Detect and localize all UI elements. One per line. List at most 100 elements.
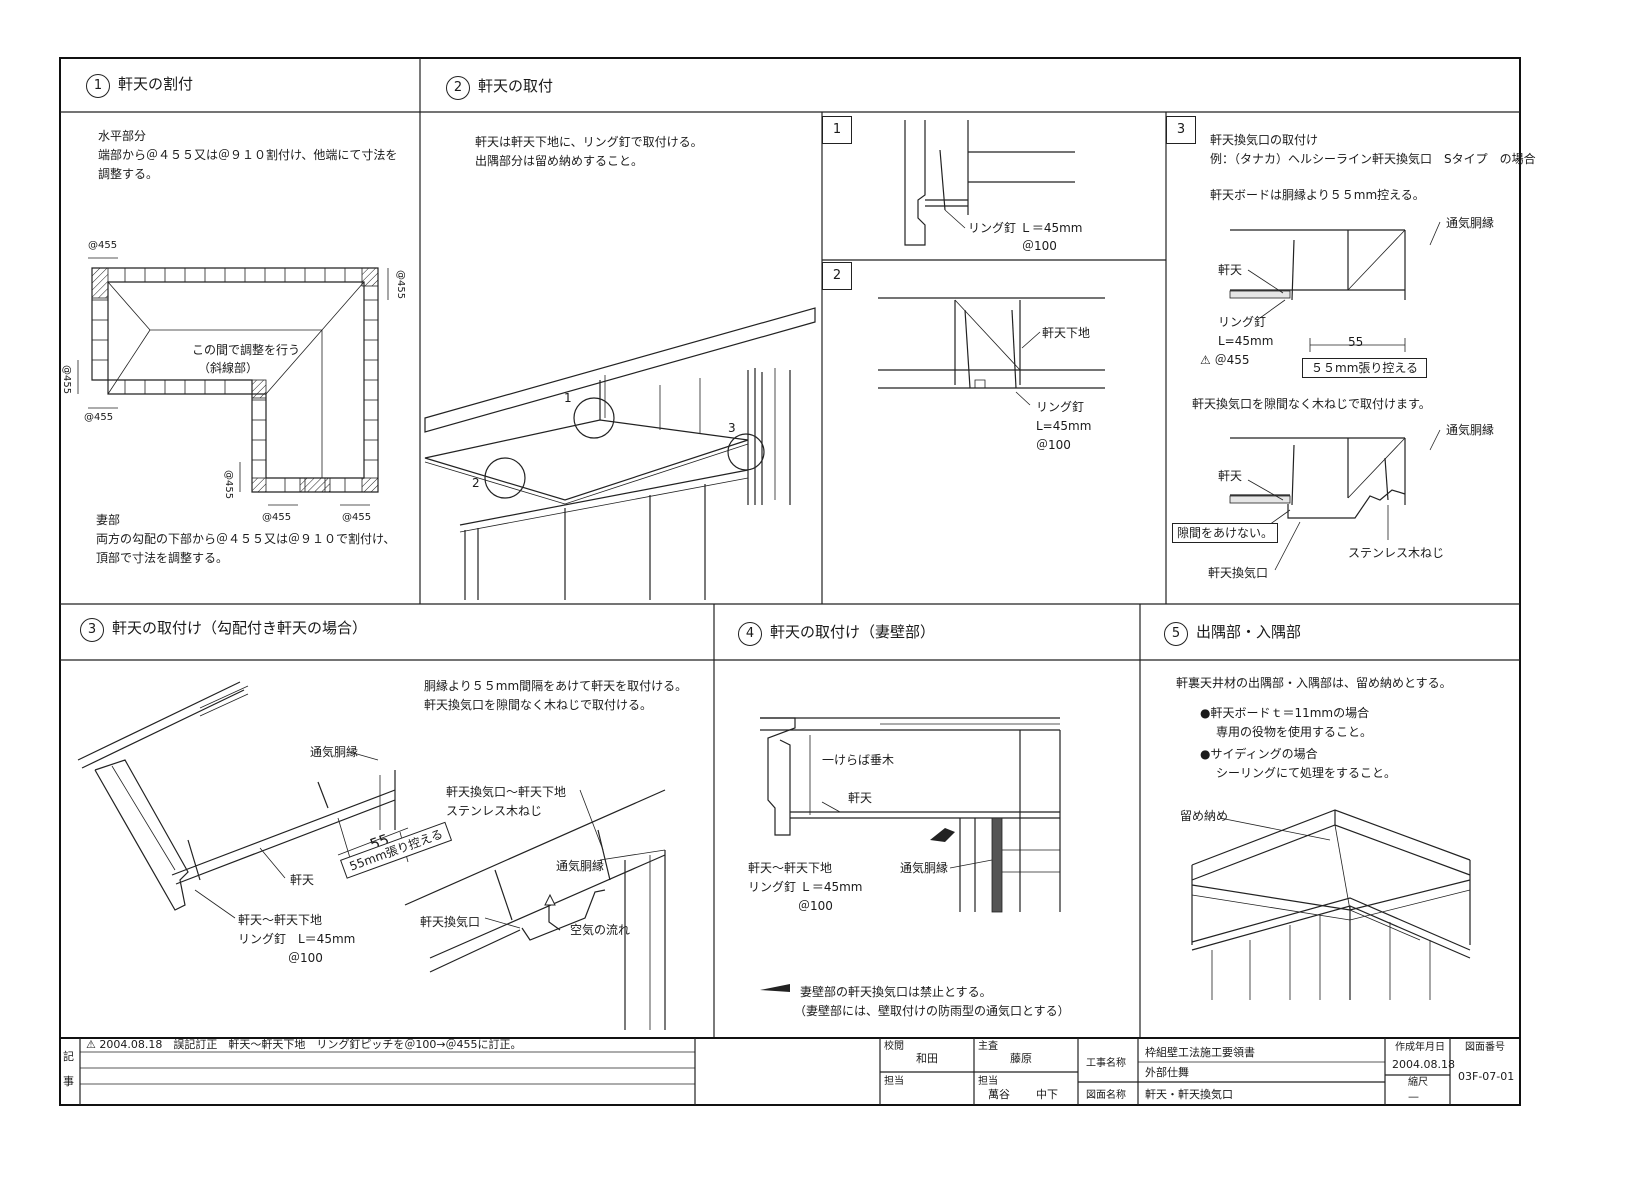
section1-gable-line2: 頂部で寸法を調整する。 [96,551,229,565]
detail3-nail-line2: L=45mm [1218,334,1274,348]
section3-soffit: 軒天 [290,873,315,887]
project-name: 枠組壁工法施工要領書 [1145,1046,1255,1059]
number-label: 図面番号 [1465,1042,1505,1053]
soffit-layout-plan [77,257,389,506]
detail3-upper-section [1229,221,1441,352]
section3-note-line1: 胴縁より５５mm間隔をあけて軒天を取付ける。 [424,679,688,693]
detail2-pitch: ＠100 [1036,438,1071,452]
section1-gable-line1: 両方の勾配の下部から＠４５５又は＠９１０で割付け、 [96,532,396,546]
section4-number: 4 [738,622,762,646]
adjust-note-line2: （斜線部） [198,361,259,375]
scale-value: — [1408,1090,1419,1103]
detail1-number: 1 [822,116,852,144]
detail1-pitch: ＠100 [1022,239,1057,253]
section3-airflow: 空気の流れ [570,923,631,937]
section3-note-line2: 軒天換気口を隙間なく木ねじで取付ける。 [424,698,653,712]
detail3-pitch: ⚠ ＠455 [1200,353,1250,367]
detail3-setback-box: ５５mm張り控える [1302,358,1428,378]
detail3-head: 軒天換気口の取付け [1210,133,1319,147]
revision-note: ⚠ 2004.08.18 誤記訂正 軒天～軒天下地 リング釘ピッチを＠100→＠… [86,1038,522,1051]
adjust-note-line1: この間で調整を行う [192,343,301,357]
section1-horizontal-line1: 端部から＠４５５又は＠９１０割付け、他端にて寸法を [98,148,398,162]
section4-rafter: 一けらば垂木 [822,753,895,767]
section4-vent-batten: 通気胴縁 [900,861,949,875]
date-value: 2004.08.18 [1392,1058,1455,1071]
section1-horizontal-head: 水平部分 [98,129,147,143]
section1-title: 軒天の割付 [118,75,194,93]
drawing-name: 軒天・軒天換気口 [1145,1088,1233,1101]
section5-bullet2-line2: シーリングにて処理をすること。 [1216,766,1397,780]
callout-2: 2 [472,476,480,490]
detail2-nail-line1: リング釘 [1036,400,1085,414]
section5-heading: 5 出隅部・入隅部 [1164,622,1301,646]
section3-pitch: ＠100 [288,951,323,965]
section4-title: 軒天の取付け（妻壁部） [770,623,936,641]
section1-gable-head: 妻部 [96,513,121,527]
detail3-soffit-2: 軒天 [1218,469,1243,483]
section3-vent: 軒天換気口 [420,915,481,929]
section4-nail-line2: リング釘 Ｌ＝45mm [748,880,863,894]
section4-prohibit-line1: 妻壁部の軒天換気口は禁止とする。 [800,985,992,999]
callout-3: 3 [728,421,736,435]
drawing-label: 図面名称 [1086,1090,1126,1101]
dim-label: @455 [262,512,292,523]
detail2-base: 軒天下地 [1042,326,1091,340]
section2-note-line2: 出隅部分は留め納めすること。 [475,154,644,168]
section4-pitch: ＠100 [798,899,833,913]
detail3-gap-box: 隙間をあけない。 [1172,523,1279,543]
detail3-example: 例：（タナカ）ヘルシーライン軒天換気口 Sタイプ の場合 [1210,152,1536,166]
detail3-dim-55: 55 [1348,335,1364,349]
detail3-vent-batten-2: 通気胴縁 [1446,423,1495,437]
staff-name-1: 萬谷 [988,1088,1010,1101]
project-sub: 外部仕舞 [1145,1066,1189,1079]
section4-nail-line1: 軒天～軒天下地 [748,861,833,875]
section1-horizontal-line2: 調整する。 [98,167,159,181]
detail3-nail-line1: リング釘 [1218,315,1267,329]
detail3-vent: 軒天換気口 [1208,566,1269,580]
section2-number: 2 [446,76,470,100]
detail2-number: 2 [822,262,852,290]
section3-number: 3 [80,618,104,642]
section5-bullet1-line2: 専用の役物を使用すること。 [1216,725,1373,739]
section3-nail-line1: 軒天～軒天下地 [238,913,323,927]
detail3-soffit: 軒天 [1218,263,1243,277]
section3-vent-batten-2: 通気胴縁 [556,859,605,873]
scale-label: 縮尺 [1408,1077,1428,1088]
detail3-number: 3 [1166,116,1196,144]
section3-nail-line2: リング釘 L＝45mm [238,932,356,946]
dim-label: @455 [88,240,118,251]
section3-heading: 3 軒天の取付け（勾配付き軒天の場合） [80,618,367,642]
section4-heading: 4 軒天の取付け（妻壁部） [738,622,935,646]
remarks-label-1: 記 [63,1050,74,1063]
dim-label: @455 [342,512,372,523]
section3-title: 軒天の取付け（勾配付き軒天の場合） [112,619,368,637]
detail3-vent-batten: 通気胴縁 [1446,216,1495,230]
drawing-number: 03F-07-01 [1458,1070,1515,1083]
dim-label: @455 [61,365,72,395]
corner-isometric-view [1191,809,1471,1000]
remarks-label-2: 事 [63,1075,74,1088]
detail3-screw-note: 軒天換気口を隙間なく木ねじで取付けます。 [1192,397,1431,411]
soffit-isometric-view [424,307,816,600]
staff-label: 担当 [884,1076,904,1087]
section3-screw-line2: ステンレス木ねじ [446,804,543,818]
section2-title: 軒天の取付 [478,77,554,95]
section2-heading: 2 軒天の取付 [446,76,553,100]
date-label: 作成年月日 [1395,1042,1445,1053]
section5-title: 出隅部・入隅部 [1196,623,1302,641]
section4-soffit: 軒天 [848,791,873,805]
detail2-nail-line2: L=45mm [1036,419,1092,433]
detail3-board-note: 軒天ボードは胴縁より５５mm控える。 [1210,188,1425,202]
section4-prohibit-line2: （妻壁部には、壁取付けの防雨型の通気口とする） [794,1004,1070,1018]
dim-label: @455 [84,412,114,423]
section1-number: 1 [86,74,110,98]
dim-label: @455 [223,470,234,500]
section5-number: 5 [1164,622,1188,646]
project-label: 工事名称 [1086,1058,1126,1069]
section2-note-line1: 軒天は軒天下地に、リング釘で取付ける。 [475,135,703,149]
detail2-section [878,297,1105,406]
section5-bullet1-line1: ●軒天ボードｔ＝11mmの場合 [1200,706,1370,720]
section3-vent-batten: 通気胴縁 [310,745,359,759]
